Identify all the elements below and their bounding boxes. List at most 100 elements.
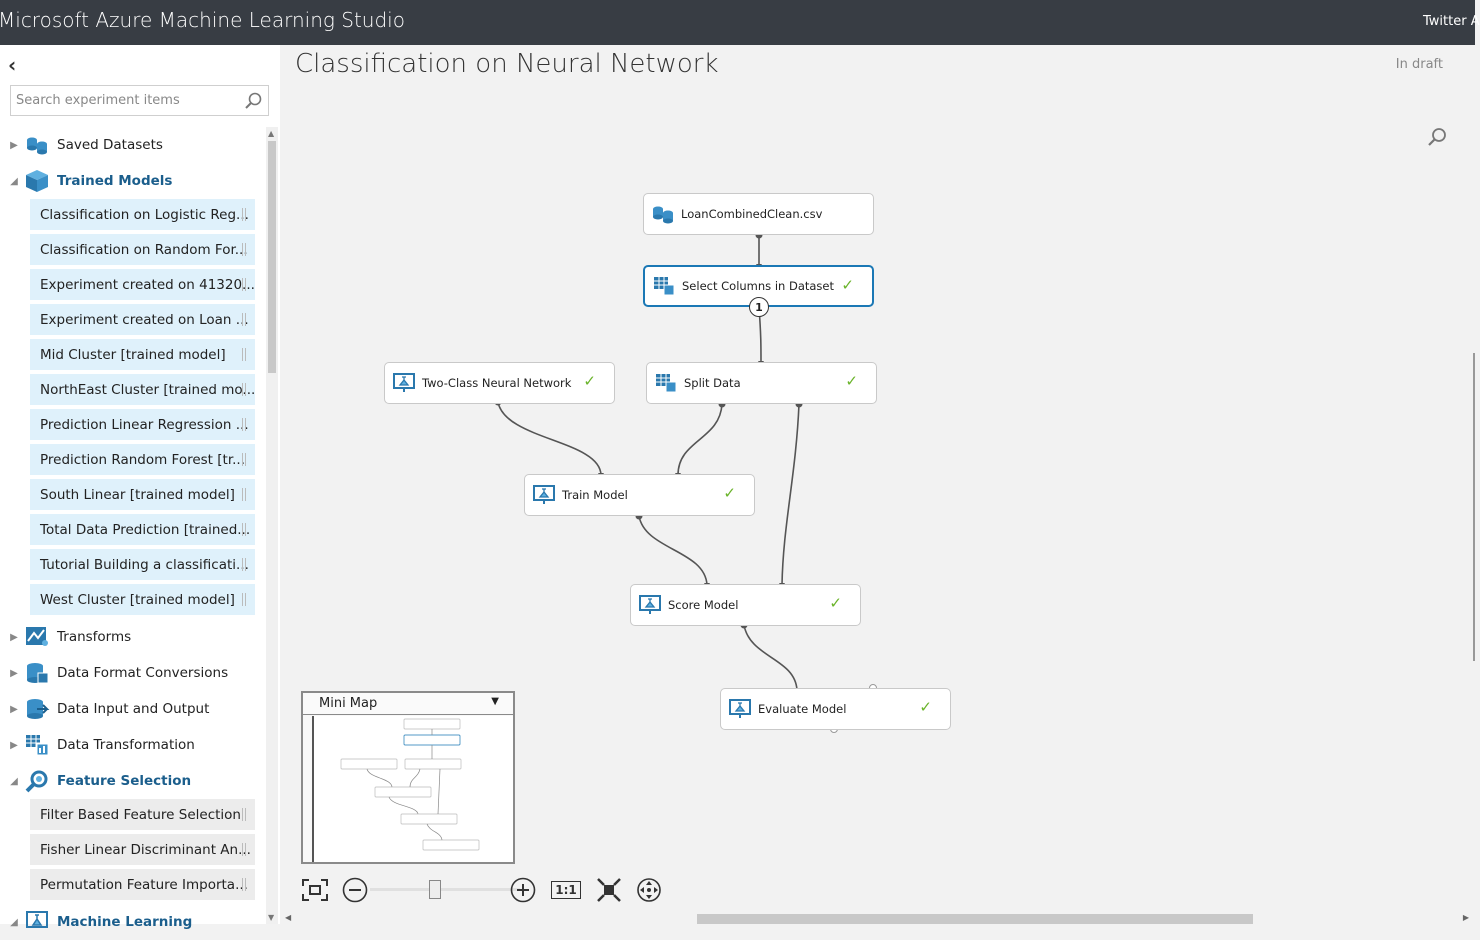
expand-arrow-icon[interactable]: ▶ [10, 667, 18, 679]
category-saved-datasets[interactable]: ▶ Saved Datasets [0, 127, 262, 163]
actual-size-button[interactable]: 1:1 [551, 875, 581, 905]
collapse-arrow-icon[interactable]: ◢ [10, 916, 18, 928]
workspace-selector[interactable]: Twitter A [1423, 14, 1480, 29]
node-select-columns[interactable]: Select Columns in Dataset ✓ 1 [643, 265, 874, 317]
transforms-icon [24, 625, 50, 649]
actual-size-label: 1:1 [551, 881, 581, 899]
expand-arrow-icon[interactable]: ▶ [10, 703, 18, 715]
search-icon[interactable] [1427, 127, 1447, 151]
palette-item[interactable]: Filter Based Feature Selection [30, 799, 255, 830]
node-two-class-neural-network[interactable]: Two-Class Neural Network ✓ [384, 362, 615, 404]
palette-item[interactable]: Prediction Random Forest [tr... [30, 444, 255, 475]
palette-item[interactable]: Total Data Prediction [trained... [30, 514, 255, 545]
palette-item[interactable]: Classification on Random For... [30, 234, 255, 265]
scroll-right-icon[interactable]: ▶ [1462, 913, 1469, 922]
category-data-input-output[interactable]: ▶ Data Input and Output [0, 691, 262, 727]
category-transforms[interactable]: ▶ Transforms [0, 619, 262, 655]
drag-handle-icon[interactable] [242, 488, 246, 501]
palette-scrollbar[interactable]: ▲ ▼ [266, 127, 278, 924]
top-bar: Microsoft Azure Machine Learning Studio … [0, 0, 1480, 45]
drag-handle-icon[interactable] [242, 313, 246, 326]
drag-handle-icon[interactable] [242, 278, 246, 291]
search-input[interactable] [11, 86, 231, 115]
node-evaluate-model[interactable]: Evaluate Model ✓ [720, 688, 951, 730]
category-trained-models[interactable]: ◢ Trained Models [0, 163, 262, 199]
zoom-out-icon[interactable] [340, 875, 370, 905]
fit-to-screen-icon[interactable] [300, 875, 330, 905]
experiment-title[interactable]: Classification on Neural Network [295, 49, 719, 79]
palette-item[interactable]: Prediction Linear Regression ... [30, 409, 255, 440]
datasets-icon [24, 133, 50, 157]
collapse-arrow-icon[interactable]: ◢ [10, 175, 18, 187]
search-icon[interactable] [244, 92, 262, 114]
experiment-canvas[interactable]: Classification on Neural Network In draf… [280, 45, 1475, 924]
palette-tree: ▶ Saved Datasets ◢ Trained Models Classi… [0, 127, 262, 940]
palette-item[interactable]: West Cluster [trained model] [30, 584, 255, 615]
scroll-left-icon[interactable]: ◀ [285, 913, 292, 922]
mini-map-graph [340, 718, 480, 851]
data-format-icon [24, 661, 50, 685]
palette-item[interactable]: Experiment created on 41320... [30, 269, 255, 300]
output-port-badge[interactable]: 1 [749, 297, 769, 317]
palette-item[interactable]: Classification on Logistic Reg... [30, 199, 255, 230]
palette-item[interactable]: Fisher Linear Discriminant An... [30, 834, 255, 865]
drag-handle-icon[interactable] [242, 208, 246, 221]
category-machine-learning[interactable]: ◢ Machine Learning [0, 904, 262, 940]
model-icon [533, 484, 555, 506]
zoom-in-icon[interactable] [508, 875, 538, 905]
palette-item[interactable]: Tutorial Building a classificati... [30, 549, 255, 580]
expand-arrow-icon[interactable]: ▶ [10, 139, 18, 151]
node-score-model[interactable]: Score Model ✓ [630, 584, 861, 626]
drag-handle-icon[interactable] [242, 523, 246, 536]
model-icon [729, 698, 751, 720]
drag-handle-icon[interactable] [242, 558, 246, 571]
category-data-format-conversions[interactable]: ▶ Data Format Conversions [0, 655, 262, 691]
mini-map-viewport[interactable] [312, 716, 513, 862]
mini-map-header[interactable]: Mini Map ▼ [303, 693, 513, 715]
dataset-icon [652, 203, 674, 225]
pan-icon[interactable] [634, 875, 664, 905]
canvas-toolbar: 1:1 [300, 875, 670, 905]
scroll-up-icon[interactable]: ▲ [268, 129, 275, 138]
palette-item[interactable]: Mid Cluster [trained model] [30, 339, 255, 370]
expand-arrow-icon[interactable]: ▶ [10, 631, 18, 643]
model-icon [639, 594, 661, 616]
cube-icon [24, 169, 50, 193]
collapse-arrow-icon[interactable]: ◢ [10, 775, 18, 787]
chevron-down-icon[interactable]: ▼ [491, 696, 499, 707]
zoom-slider-thumb[interactable] [429, 880, 441, 899]
palette-item[interactable]: Permutation Feature Importa... [30, 869, 255, 900]
drag-handle-icon[interactable] [242, 348, 246, 361]
scroll-down-icon[interactable]: ▼ [268, 913, 275, 922]
node-loancombinedclean[interactable]: LoanCombinedClean.csv [643, 193, 874, 235]
drag-handle-icon[interactable] [242, 843, 246, 856]
category-feature-selection[interactable]: ◢ Feature Selection [0, 763, 262, 799]
canvas-vertical-scrollbar[interactable] [1473, 353, 1475, 661]
node-train-model[interactable]: Train Model ✓ [524, 474, 755, 516]
collapse-palette-icon[interactable]: ‹ [8, 53, 17, 77]
drag-handle-icon[interactable] [242, 808, 246, 821]
check-icon: ✓ [583, 372, 596, 390]
table-icon [653, 275, 675, 297]
model-icon [393, 372, 415, 394]
node-split-data[interactable]: Split Data ✓ [646, 362, 877, 404]
category-data-transformation[interactable]: ▶ Data Transformation [0, 727, 262, 763]
drag-handle-icon[interactable] [242, 383, 246, 396]
mini-map[interactable]: Mini Map ▼ [301, 691, 515, 864]
palette-item[interactable]: Experiment created on Loan ... [30, 304, 255, 335]
zoom-slider[interactable] [370, 888, 520, 891]
expand-arrow-icon[interactable]: ▶ [10, 739, 18, 751]
drag-handle-icon[interactable] [242, 243, 246, 256]
zoom-to-fit-icon[interactable] [594, 875, 624, 905]
scrollbar-thumb[interactable] [268, 141, 276, 373]
drag-handle-icon[interactable] [242, 453, 246, 466]
data-io-icon [24, 697, 50, 721]
drag-handle-icon[interactable] [242, 418, 246, 431]
drag-handle-icon[interactable] [242, 593, 246, 606]
table-icon [655, 372, 677, 394]
canvas-horizontal-scrollbar[interactable] [697, 914, 1253, 924]
palette-item[interactable]: NorthEast Cluster [trained mo... [30, 374, 255, 405]
drag-handle-icon[interactable] [242, 878, 246, 891]
palette-item[interactable]: South Linear [trained model] [30, 479, 255, 510]
check-icon: ✓ [723, 484, 736, 502]
